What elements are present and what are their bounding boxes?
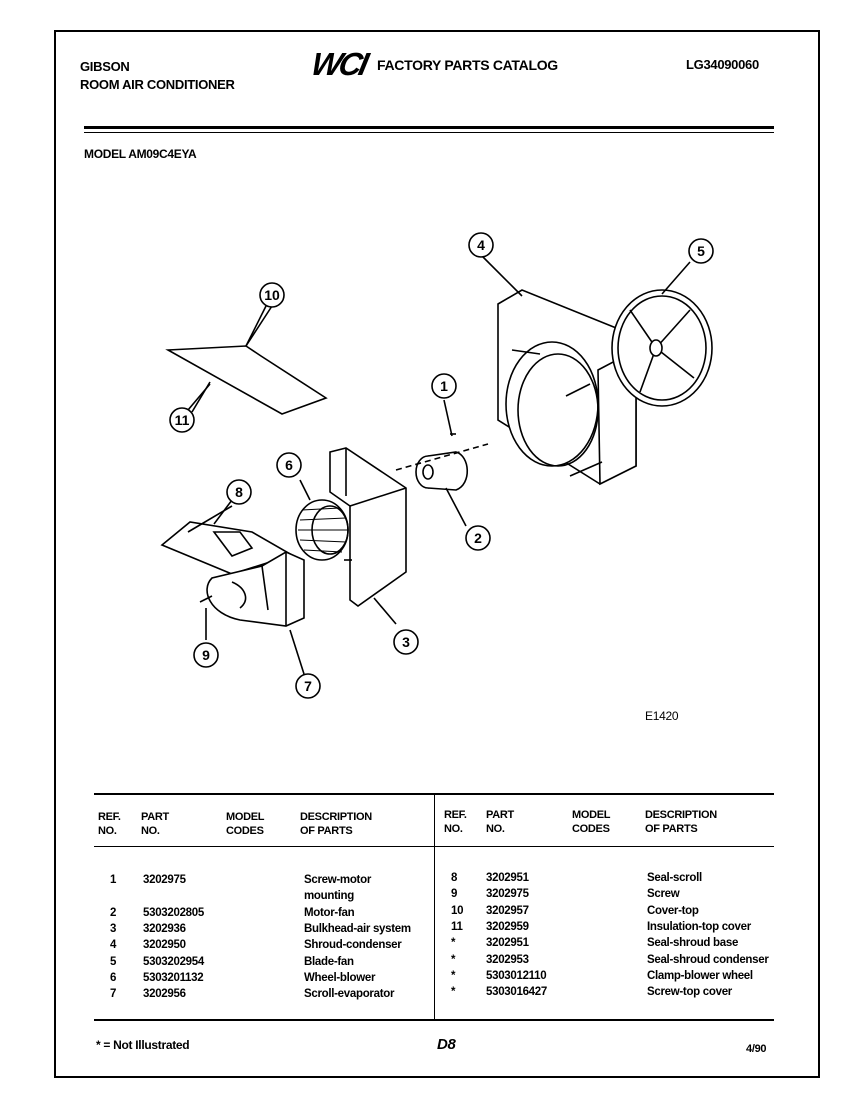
table-cell-part: 3202975: [486, 888, 529, 901]
callout-label: 8: [235, 484, 243, 500]
callout-label: 11: [175, 412, 190, 428]
table-cell-ref: 5: [110, 955, 117, 968]
table-cell-part: 5303201132: [143, 971, 204, 984]
table-cell-desc: Insulation-top cover: [647, 920, 751, 933]
callout-label: 4: [477, 237, 485, 253]
table-cell-part: 3202956: [143, 988, 186, 1001]
screw-motor-part-1: [443, 399, 456, 437]
header-rule-thick: [84, 126, 774, 129]
table-cell-part: 3202957: [486, 904, 529, 917]
callout-label: 9: [202, 647, 210, 663]
table-cell-desc: Cover-top: [647, 904, 699, 917]
table-cell-part: 5303016427: [486, 986, 547, 999]
table-cell-desc: Seal-shroud condenser: [647, 953, 769, 966]
table-cell-ref: 4: [110, 939, 117, 952]
brand-name: GIBSON: [80, 59, 130, 74]
table-cell-part: 3202959: [486, 920, 529, 933]
table-cell-ref: 2: [110, 906, 117, 919]
table-cell-desc: Bulkhead-air system: [304, 922, 411, 935]
catalog-date: 4/90: [746, 1043, 767, 1055]
catalog-number: LG34090060: [686, 57, 759, 72]
callout-label: 10: [264, 287, 280, 303]
table-cell-ref: 10: [451, 904, 464, 917]
table-cell-part: 5303202954: [143, 955, 204, 968]
table-cell-desc: Blade-fan: [304, 955, 354, 968]
callout-10: [259, 282, 285, 308]
table-cell-desc: Seal-shroud base: [647, 937, 739, 950]
callout-label: 3: [402, 634, 410, 650]
table-cell-ref: 11: [451, 920, 463, 933]
table-cell-ref: *: [451, 953, 456, 966]
table-cell-part: 3202951: [486, 937, 529, 950]
callout-4: [468, 232, 494, 258]
callout-8: [226, 479, 252, 505]
table-cell-part: 3202975: [143, 874, 186, 886]
table-cell-part: 3202936: [143, 922, 186, 935]
table-cell-desc: Motor-fan: [304, 906, 355, 919]
footer-note: * = Not Illustrated: [96, 1038, 190, 1052]
table-cell-ref: *: [451, 969, 456, 982]
table-cell-ref: 9: [451, 888, 458, 901]
table-divider: [434, 795, 435, 1019]
table-cell-part: 3202950: [143, 939, 186, 952]
cover-top-part: [165, 305, 328, 415]
screw-part-9: [199, 595, 213, 640]
table-cell-ref: 3: [110, 922, 117, 935]
callout-label: 2: [474, 530, 482, 546]
table-cell-ref: 8: [451, 872, 458, 884]
table-cell-ref: 7: [110, 988, 117, 1001]
table-cell-ref: *: [451, 986, 456, 999]
bulkhead-part: [329, 447, 407, 625]
table-cell-ref: 1: [110, 874, 117, 886]
table-cell-desc: Seal-scroll: [647, 872, 702, 884]
model-line: MODEL AM09C4EYA: [84, 147, 197, 161]
catalog-title: FACTORY PARTS CATALOG: [377, 57, 558, 73]
scroll-evaporator-part: [206, 551, 305, 675]
header-rule-thin: [84, 132, 774, 133]
diagram-code: E1420: [645, 709, 679, 723]
table-cell-desc: Screw-top cover: [647, 986, 732, 999]
blower-wheel-part: [295, 479, 349, 561]
table-cell-desc: mounting: [304, 890, 354, 903]
callout-9: [193, 642, 219, 668]
callout-7: [295, 673, 321, 699]
table-cell-part: 3202951: [486, 872, 529, 884]
table-bottom-rule: [94, 1019, 774, 1021]
table-cell-part: 5303012110: [486, 969, 547, 982]
callout-1: [431, 373, 457, 399]
callout-2: [465, 525, 491, 551]
callout-label: 6: [285, 457, 293, 473]
page-number: D8: [437, 1036, 456, 1053]
table-cell-desc: Screw-motor: [304, 874, 371, 886]
product-name: ROOM AIR CONDITIONER: [80, 77, 235, 92]
callout-6: [276, 452, 302, 478]
callout-5: [688, 238, 714, 264]
fan-blade-part: [611, 261, 713, 407]
table-cell-desc: Clamp-blower wheel: [647, 969, 753, 982]
table-cell-desc: Wheel-blower: [304, 971, 376, 984]
catalog-sheet: [54, 30, 820, 1078]
shroud-condenser-part: [481, 255, 637, 486]
table-cell-ref: 6: [110, 971, 117, 984]
callout-3: [393, 629, 419, 655]
table-cell-part: 3202953: [486, 953, 529, 966]
callout-11: [169, 407, 195, 433]
table-cell-part: 5303202805: [143, 906, 204, 919]
table-cell-desc: Scroll-evaporator: [304, 988, 395, 1001]
fan-motor-part: [395, 443, 489, 527]
table-cell-desc: Screw: [647, 888, 680, 901]
callout-label: 7: [304, 678, 312, 694]
table-cell-ref: *: [451, 937, 456, 950]
table-cell-desc: Shroud-condenser: [304, 939, 402, 952]
callout-label: 1: [440, 378, 448, 394]
callout-label: 5: [697, 243, 705, 259]
table-top-rule: [94, 793, 774, 795]
